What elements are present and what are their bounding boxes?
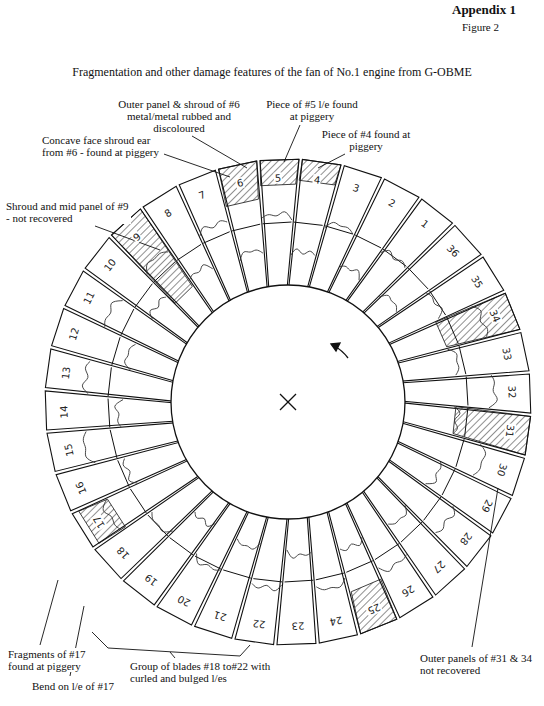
mid-span-shroud [121, 309, 134, 335]
crack-line [125, 344, 136, 370]
crack-line [237, 539, 260, 549]
mid-span-shroud [154, 262, 175, 282]
mid-span-shroud [424, 497, 441, 520]
crack-line [489, 375, 497, 408]
mid-span-shroud [223, 570, 251, 578]
blade-number: 5 [274, 173, 283, 184]
crack-line [195, 512, 215, 526]
callout-note: Outer panels of #31 & 34 not recovered [420, 652, 538, 676]
mid-span-shroud [203, 232, 229, 244]
mid-span-shroud [447, 317, 459, 343]
crack-line [473, 444, 486, 475]
crack-line [287, 550, 311, 558]
crack-line [240, 250, 263, 261]
crack-line [291, 249, 315, 255]
mid-span-shroud [130, 489, 146, 513]
crack-line [381, 250, 405, 267]
callout-note: Piece of #5 l/e found at piggery [262, 98, 362, 122]
mid-span-shroud [408, 268, 428, 289]
crack-line [472, 307, 488, 337]
mid-span-shroud [375, 544, 399, 560]
callout-note: Concave face shroud ear from #6 - found … [42, 134, 164, 158]
mid-span-shroud [110, 430, 117, 458]
figure-reference: Figure 2 [462, 21, 542, 33]
fan-blades [45, 159, 531, 645]
mid-span-shroud [112, 337, 120, 365]
crack-line [426, 293, 442, 318]
mid-span-shroud [346, 561, 372, 573]
crack-line [252, 583, 282, 590]
crack-line [262, 212, 292, 220]
crack-line [200, 221, 227, 236]
crack-line [325, 222, 353, 234]
mid-span-shroud [316, 573, 344, 580]
mid-span-shroud [401, 522, 422, 542]
crack-line [150, 297, 166, 319]
mid-span-shroud [148, 515, 168, 536]
crack-line [316, 578, 345, 590]
callout-note: Group of blades #18 to#22 with curled an… [130, 660, 280, 684]
damage-hatching [79, 499, 126, 543]
crack-line [115, 400, 123, 427]
crack-line [82, 361, 90, 393]
crack-line [340, 266, 359, 280]
mid-span-shroud [325, 226, 353, 234]
mid-span-shroud [456, 439, 464, 467]
mid-span-shroud [232, 224, 260, 231]
mid-span-shroud [466, 377, 468, 406]
crack-line [426, 462, 441, 484]
crack-line [388, 505, 406, 524]
blade-number: 31 [504, 423, 517, 439]
blade-number: 13 [60, 365, 73, 381]
mid-span-shroud [108, 367, 111, 396]
mid-span-shroud [383, 249, 406, 266]
mid-span-shroud [355, 235, 381, 248]
damage-hatching [453, 407, 531, 455]
crack-line [453, 407, 460, 434]
mid-span-shroud [294, 222, 323, 225]
crack-line [190, 265, 213, 280]
mid-span-shroud [263, 222, 292, 224]
mid-span-shroud [177, 244, 201, 260]
crack-line [436, 506, 455, 532]
damage-hatching [260, 159, 299, 185]
callout-note: Piece of #4 found at piggery [320, 128, 412, 152]
blade-number: 6 [234, 177, 245, 190]
mid-span-shroud [135, 284, 152, 307]
figure-title: Fragmentation and other damage features … [0, 66, 544, 78]
crack-line [379, 554, 407, 571]
blade-number: 32 [506, 385, 518, 400]
mid-span-shroud [430, 291, 446, 315]
crack-line [105, 301, 123, 327]
damage-hatching [436, 293, 520, 347]
blade-number: 14 [58, 404, 70, 419]
crack-line [197, 554, 221, 571]
crack-line [340, 537, 362, 550]
mid-span-shroud [442, 469, 455, 495]
mid-span-shroud [253, 579, 282, 582]
damage-hatching [351, 579, 397, 634]
blade-number: 23 [290, 620, 305, 632]
callout-note: Fragments of #17 found at piggery [8, 648, 108, 672]
figure-reference: Appendix 1 [452, 4, 542, 16]
callout-note: Shroud and mid panel of #9 - not recover… [6, 200, 131, 224]
mid-span-shroud [285, 580, 314, 582]
mid-span-shroud [108, 399, 110, 428]
callout-note: Outer panel & shroud of #6 metal/metal r… [108, 98, 250, 134]
mid-span-shroud [170, 538, 193, 555]
crack-line [152, 512, 173, 532]
crack-line [147, 252, 169, 274]
rotation-arrow [331, 343, 348, 358]
crack-line [123, 459, 137, 483]
crack-line [83, 431, 95, 462]
crack-line [447, 349, 458, 375]
mid-span-shroud [195, 556, 221, 569]
fan-hub [171, 285, 405, 519]
mid-span-shroud [459, 346, 466, 374]
crack-line [379, 295, 396, 311]
hub-centre-cross [280, 394, 296, 410]
damage-hatching [219, 161, 259, 206]
mid-span-shroud [465, 408, 468, 437]
blade-number: 22 [251, 618, 267, 631]
